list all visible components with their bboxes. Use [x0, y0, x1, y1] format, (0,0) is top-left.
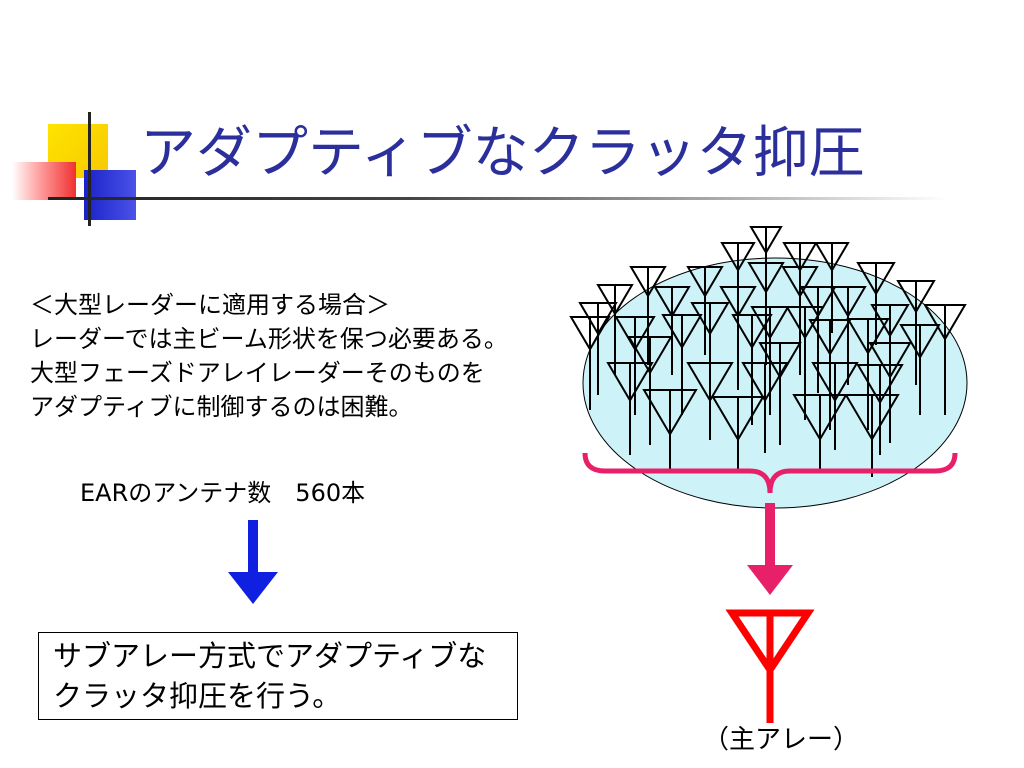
antenna-element-icon — [844, 394, 900, 477]
decor-red-square — [12, 162, 76, 200]
body-line-2: レーダーでは主ビーム形状を保つ必要ある。 — [30, 325, 508, 353]
decor-vertical-line — [88, 112, 91, 226]
antenna-element-icon — [799, 286, 837, 393]
antenna-element-icon — [642, 389, 698, 470]
antenna-element-icon — [661, 314, 703, 415]
body-line-3: 大型フェーズドアレイレーダーそのものを — [30, 359, 485, 387]
feed-trunk — [765, 503, 775, 567]
antenna-element-icon — [792, 394, 848, 473]
title-underline — [48, 197, 948, 200]
feed-arrow-icon — [747, 565, 793, 595]
slide-title: アダプティブなクラッタ抑圧 — [140, 121, 865, 186]
antenna-element-icon — [856, 364, 904, 455]
conclusion-line-2: クラッタ抑圧を行う。 — [53, 679, 342, 713]
antenna-element-icon — [569, 316, 611, 410]
antenna-element-icon — [896, 280, 936, 385]
antenna-elements — [569, 226, 967, 477]
main-antenna-icon — [725, 609, 815, 723]
antenna-element-icon — [846, 318, 890, 430]
antenna-count-text: EARのアンテナ数 560本 — [80, 479, 366, 507]
antenna-element-icon — [868, 342, 912, 443]
antenna-element-icon — [758, 342, 802, 445]
down-arrow-icon — [228, 520, 278, 604]
antenna-element-icon — [811, 362, 859, 450]
feed-line-right — [767, 452, 958, 494]
conclusion-box: サブアレー方式でアダプティブな クラッタ抑圧を行う。 — [38, 632, 518, 720]
antenna-element-icon — [606, 362, 654, 455]
antenna-element-icon — [686, 266, 724, 355]
antenna-element-icon — [781, 266, 819, 375]
antenna-element-icon — [686, 362, 734, 440]
antenna-element-icon — [899, 324, 941, 415]
antenna-element-icon — [719, 286, 757, 390]
antenna-element-icon — [829, 286, 867, 385]
feed-line-left — [582, 452, 773, 494]
conclusion-line-1: サブアレー方式でアダプティブな — [53, 639, 487, 673]
antenna-element-icon — [614, 316, 656, 415]
antenna-element-icon — [741, 362, 789, 453]
subarray-diagram — [569, 226, 968, 723]
antenna-element-icon — [711, 396, 765, 470]
antenna-element-icon — [923, 304, 967, 415]
body-line-1: ＜大型レーダーに適用する場合＞ — [30, 291, 390, 319]
antenna-element-icon — [731, 314, 773, 425]
antenna-element-icon — [596, 284, 634, 375]
main-array-caption: （主アレー） — [703, 725, 860, 755]
decor-blue-square — [84, 170, 136, 220]
antenna-element-icon — [785, 306, 825, 420]
body-line-4: アダプティブに制御するのは困難。 — [30, 393, 413, 421]
antenna-element-icon — [808, 319, 852, 430]
